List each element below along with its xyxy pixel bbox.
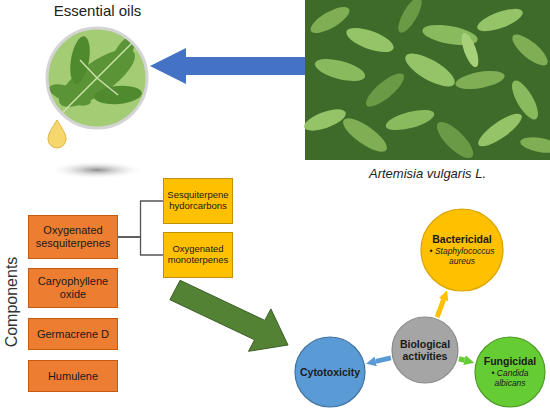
- drop-shadow: [49, 161, 145, 179]
- node-title: Biological activities: [396, 338, 454, 362]
- component-class-box: Sesquiterpene hydorcarbons: [163, 178, 233, 224]
- node-subtext: • Staphylococcus aureus: [426, 247, 498, 267]
- hub-circle: Biological activities: [391, 316, 459, 384]
- node-title: Sesquiterpene hydorcarbons: [166, 190, 230, 212]
- node-title: Cytotoxicity: [299, 366, 361, 378]
- circle-shape: [392, 317, 458, 383]
- flow-arrow: [186, 57, 305, 75]
- circle-shape: [475, 337, 545, 407]
- node-title: Oxygenated sesquiterpenes: [31, 224, 115, 249]
- flow-arrow: [376, 358, 391, 362]
- component-box: Germacrene D: [28, 318, 118, 350]
- flow-arrow: [437, 300, 443, 317]
- activity-circle: Bactericidal • Staphylococcus aureus: [420, 208, 504, 292]
- activity-circle: Fungicidal • Candida albicans: [474, 336, 546, 408]
- activity-circle: Cytotoxicity: [294, 336, 366, 408]
- component-box: Caryophyllene oxide: [28, 268, 118, 308]
- node-title: Essential oils: [45, 2, 150, 19]
- axis-group-label: Components: [2, 242, 22, 362]
- node-title: Bactericidal: [426, 233, 498, 245]
- component-class-box: Oxygenated monoterpenes: [163, 232, 233, 278]
- circle-shape: [421, 209, 503, 291]
- bracket-connector: [118, 237, 163, 255]
- component-box: Humulene: [28, 360, 118, 392]
- leaf-closeup: [47, 28, 147, 128]
- flow-arrow: [459, 359, 465, 360]
- component-box: Oxygenated sesquiterpenes: [28, 215, 118, 259]
- plant-photo: [302, 0, 550, 163]
- node-title: Germacrene D: [31, 328, 115, 341]
- image-heading-node: Essential oils: [45, 2, 150, 130]
- node-subtext: • Candida albicans: [479, 369, 541, 389]
- node-title: Caryophyllene oxide: [31, 275, 115, 300]
- flow-block-arrow: [170, 280, 288, 351]
- bracket-connector: [118, 201, 163, 237]
- oil-droplet: [48, 120, 66, 148]
- photo-node: Artemisia vulgaris L.: [305, 0, 550, 182]
- node-title: Fungicidal: [479, 355, 541, 367]
- node-title: Humulene: [31, 370, 115, 383]
- node-title: Oxygenated monoterpenes: [166, 244, 230, 266]
- node-title: Artemisia vulgaris L.: [305, 167, 550, 182]
- circle-shape: [295, 337, 365, 407]
